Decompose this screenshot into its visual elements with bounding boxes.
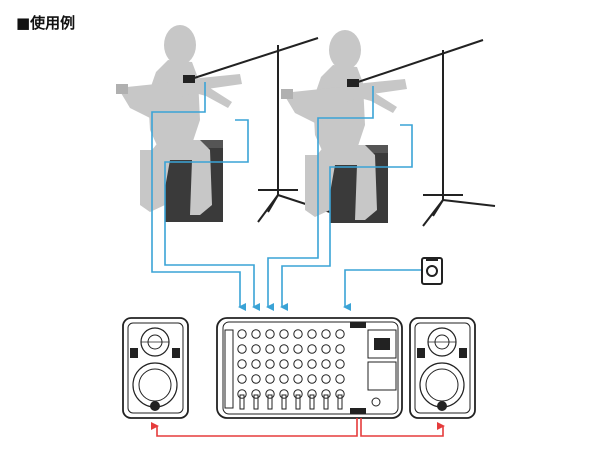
guitarist-silhouette-icon <box>116 25 242 215</box>
speaker-left <box>122 317 189 419</box>
mixer-knob <box>307 344 317 354</box>
mixer-knob <box>265 389 275 399</box>
mixer-knob <box>237 329 247 339</box>
mixer-knob <box>279 329 289 339</box>
mixer-knob <box>279 389 289 399</box>
mixer-fader <box>281 394 287 410</box>
mixer-fader <box>323 394 329 410</box>
mixer-knob <box>293 329 303 339</box>
cable-out-left <box>151 418 358 437</box>
cable-out-right <box>360 418 445 437</box>
mixer-knob <box>321 344 331 354</box>
mixer-knob <box>335 359 345 369</box>
cable-guitar-1 <box>164 119 260 311</box>
mixer-knob <box>307 359 317 369</box>
audio-source-device-icon <box>421 257 443 285</box>
mixer-knob <box>265 329 275 339</box>
mixer-knob <box>237 359 247 369</box>
cable-mic-2 <box>266 86 374 311</box>
guitarist-silhouette-icon <box>281 30 407 220</box>
mixer-knob <box>307 374 317 384</box>
mixer-fader <box>267 394 273 410</box>
mixer-knob <box>335 344 345 354</box>
mixer-knob <box>335 329 345 339</box>
performer-2 <box>281 30 407 223</box>
mixer-fader <box>309 394 315 410</box>
mixer-knob <box>251 344 261 354</box>
mixer-knob <box>237 389 247 399</box>
mixer-knob <box>293 359 303 369</box>
mixer-knob <box>265 359 275 369</box>
mixer-knob <box>251 374 261 384</box>
mixer-knob <box>251 329 261 339</box>
mixer-knob <box>279 374 289 384</box>
performer-1 <box>116 25 242 222</box>
mixer-controls <box>237 329 345 410</box>
mixer-knob <box>265 344 275 354</box>
cable-external-source <box>343 269 422 311</box>
mixer-knob <box>335 389 345 399</box>
mixer-knob <box>307 329 317 339</box>
speaker-right <box>409 317 476 419</box>
speaker-output-cables <box>151 418 445 437</box>
mixer-fader <box>253 394 259 410</box>
mic-stand-1 <box>183 37 331 223</box>
mixer-knob <box>321 374 331 384</box>
mic-stand-2 <box>347 39 496 227</box>
mixer-knob <box>321 329 331 339</box>
mixer-knob <box>237 374 247 384</box>
mixer-knob <box>293 374 303 384</box>
mixer-knob <box>279 359 289 369</box>
signal-cables <box>151 82 422 311</box>
mixer-knob <box>293 344 303 354</box>
mixer-knob <box>265 374 275 384</box>
mixer-knob <box>321 389 331 399</box>
mixer-knob <box>293 389 303 399</box>
mixer-knob <box>321 359 331 369</box>
page-title: ■使用例 <box>16 14 76 32</box>
mixer-fader <box>337 394 343 410</box>
mixer <box>216 317 403 419</box>
mixer-knob <box>251 389 261 399</box>
mixer-knob <box>237 344 247 354</box>
mixer-fader <box>239 394 245 410</box>
mixer-knob <box>251 359 261 369</box>
cable-mic-1 <box>151 82 246 311</box>
mixer-knob <box>307 389 317 399</box>
powered-mixer-icon <box>216 317 403 419</box>
cable-guitar-2 <box>280 124 413 311</box>
mixer-fader <box>295 394 301 410</box>
mixer-knob <box>335 374 345 384</box>
mixer-knob <box>279 344 289 354</box>
